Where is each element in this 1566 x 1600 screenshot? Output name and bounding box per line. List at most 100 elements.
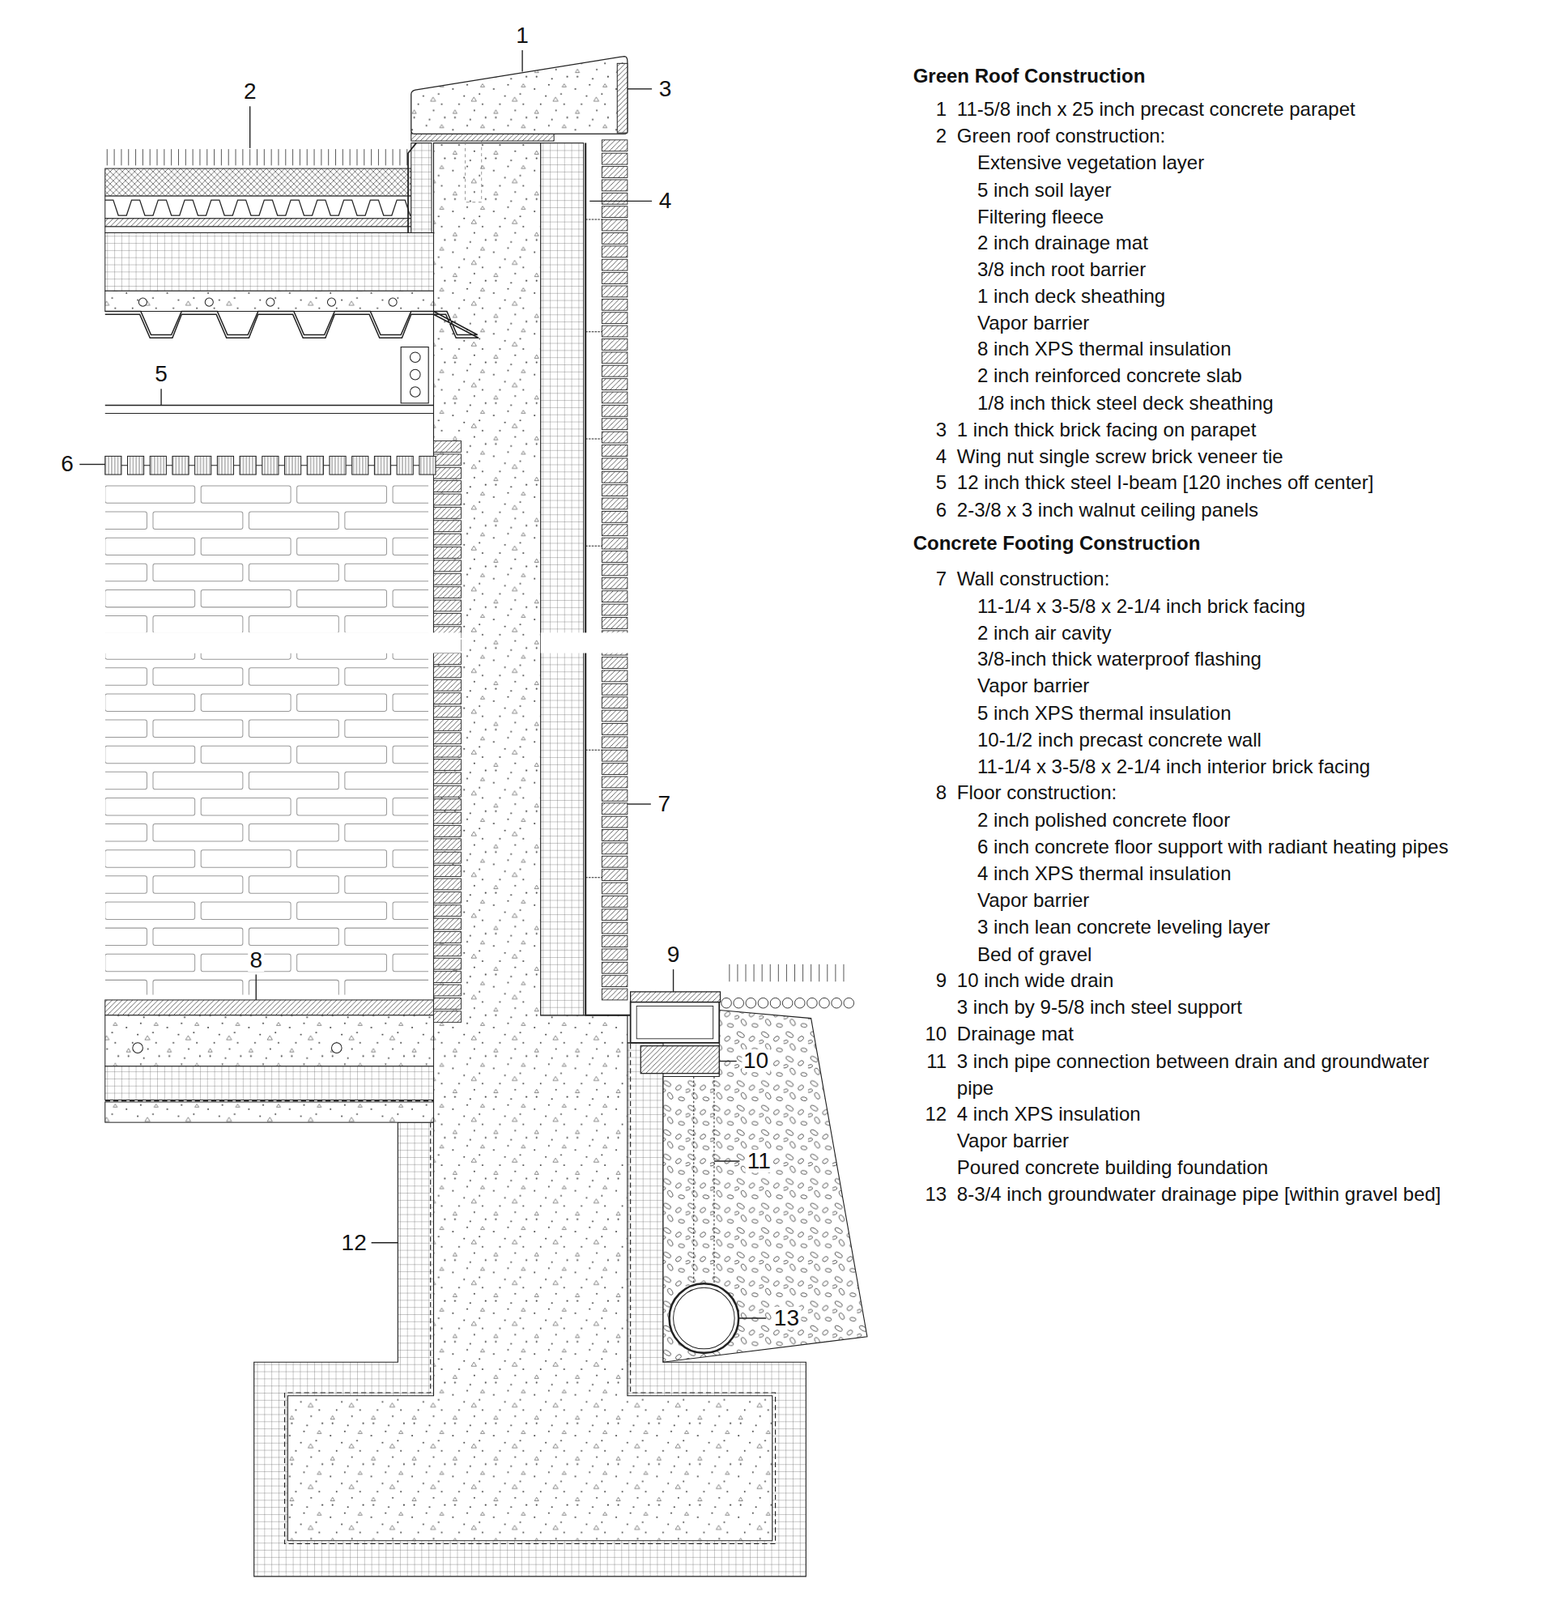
brick-facing xyxy=(601,524,627,537)
brick-facing xyxy=(601,418,627,430)
brick-facing xyxy=(601,404,627,417)
section-heading: Green Roof Construction xyxy=(913,62,1146,90)
list-subitem: 1/8 inch thick steel deck sheathing xyxy=(977,389,1274,417)
list-number: 5 xyxy=(936,468,947,496)
brick-facing xyxy=(601,339,627,351)
brick-facing xyxy=(601,697,627,709)
vegetation-tick xyxy=(277,148,279,166)
brick-facing xyxy=(601,458,627,470)
interior-brick xyxy=(433,600,461,612)
ground-tick xyxy=(810,964,812,982)
brick xyxy=(57,927,148,945)
list-subitem: 11-1/4 x 3-5/8 x 2-1/4 inch interior bri… xyxy=(977,753,1371,780)
rebar xyxy=(204,297,213,307)
brick-facing xyxy=(601,285,627,298)
brick xyxy=(344,876,435,894)
brick-facing xyxy=(601,948,627,961)
interior-brick xyxy=(433,693,461,705)
waterproof-flashing xyxy=(585,143,630,1016)
list-text: Drainage mat xyxy=(957,1020,1074,1047)
brick-facing xyxy=(601,591,627,603)
callout-number: 2 xyxy=(242,80,259,103)
ceiling-panel xyxy=(396,455,413,475)
brick-facing xyxy=(601,497,627,510)
brick-facing xyxy=(601,391,627,404)
brick xyxy=(344,563,435,581)
interior-brick xyxy=(433,493,461,506)
wall-insulation xyxy=(540,143,584,1016)
ground-tick xyxy=(753,964,755,982)
brick xyxy=(105,850,196,868)
rebar xyxy=(327,297,336,307)
vegetation-tick xyxy=(399,148,401,166)
bolt xyxy=(409,369,421,380)
break-band xyxy=(540,632,629,653)
vegetation-tick xyxy=(206,148,208,166)
brick xyxy=(248,668,339,686)
steel-i-beam xyxy=(105,404,435,407)
interior-brick xyxy=(433,520,461,532)
brick-facing xyxy=(601,551,627,563)
brick xyxy=(57,876,148,894)
list-number: 9 xyxy=(936,966,947,994)
vegetation-tick xyxy=(392,148,394,166)
ground-tick xyxy=(802,964,804,982)
ceiling-panel xyxy=(329,455,346,475)
brick xyxy=(344,719,435,737)
brick xyxy=(57,511,148,529)
brick xyxy=(105,693,196,711)
interior-brick xyxy=(433,560,461,572)
break-band xyxy=(102,632,461,653)
brick-facing xyxy=(601,577,627,589)
brick-facing xyxy=(601,246,627,258)
list-text: Green roof construction: xyxy=(957,122,1166,149)
leader-line xyxy=(249,106,251,149)
brick xyxy=(248,824,339,842)
ceiling-panel xyxy=(172,455,189,475)
ceiling-panel xyxy=(374,455,391,475)
leader-line xyxy=(255,974,257,1000)
brick-facing xyxy=(601,789,627,801)
list-subitem: Bed of gravel xyxy=(977,940,1092,968)
ceiling-panel xyxy=(419,455,436,475)
gravel-top xyxy=(807,997,818,1009)
vegetation-tick xyxy=(120,148,122,166)
interior-brick xyxy=(433,931,461,944)
interior-brick xyxy=(433,454,461,466)
leader-line xyxy=(719,1060,737,1062)
brick-facing xyxy=(601,855,627,868)
heating-pipe xyxy=(331,1042,342,1054)
brick xyxy=(153,979,243,997)
list-text: Wall construction: xyxy=(957,565,1111,592)
list-subitem: 6 inch concrete floor support with radia… xyxy=(977,833,1449,860)
brick xyxy=(153,771,243,789)
veneer-tie xyxy=(585,876,605,878)
drainage-mat-10 xyxy=(640,1046,720,1074)
brick xyxy=(297,745,388,763)
list-text: Poured concrete building foundation xyxy=(957,1153,1269,1181)
vegetation-tick xyxy=(157,148,158,166)
root-barrier xyxy=(105,218,412,227)
brick xyxy=(248,563,339,581)
leader-line xyxy=(589,200,652,202)
vegetation-tick xyxy=(178,148,179,166)
ceiling-panel xyxy=(217,455,234,475)
brick-facing xyxy=(601,219,627,231)
brick xyxy=(200,485,291,503)
vegetation-tick xyxy=(192,148,194,166)
brick xyxy=(153,719,243,737)
list-text: Floor construction: xyxy=(957,778,1117,806)
callout-number: 12 xyxy=(340,1231,369,1255)
leader-line xyxy=(672,969,674,992)
gravel-top xyxy=(721,997,732,1009)
brick-facing xyxy=(601,829,627,842)
brick xyxy=(200,537,291,555)
gravel-top xyxy=(770,997,781,1009)
list-number: 11 xyxy=(926,1047,947,1075)
brick-facing xyxy=(601,140,627,152)
ceiling-panel xyxy=(105,455,122,475)
ceiling-panel xyxy=(285,455,302,475)
parapet-brick-facing xyxy=(617,63,628,133)
vegetation-tick xyxy=(149,148,151,166)
